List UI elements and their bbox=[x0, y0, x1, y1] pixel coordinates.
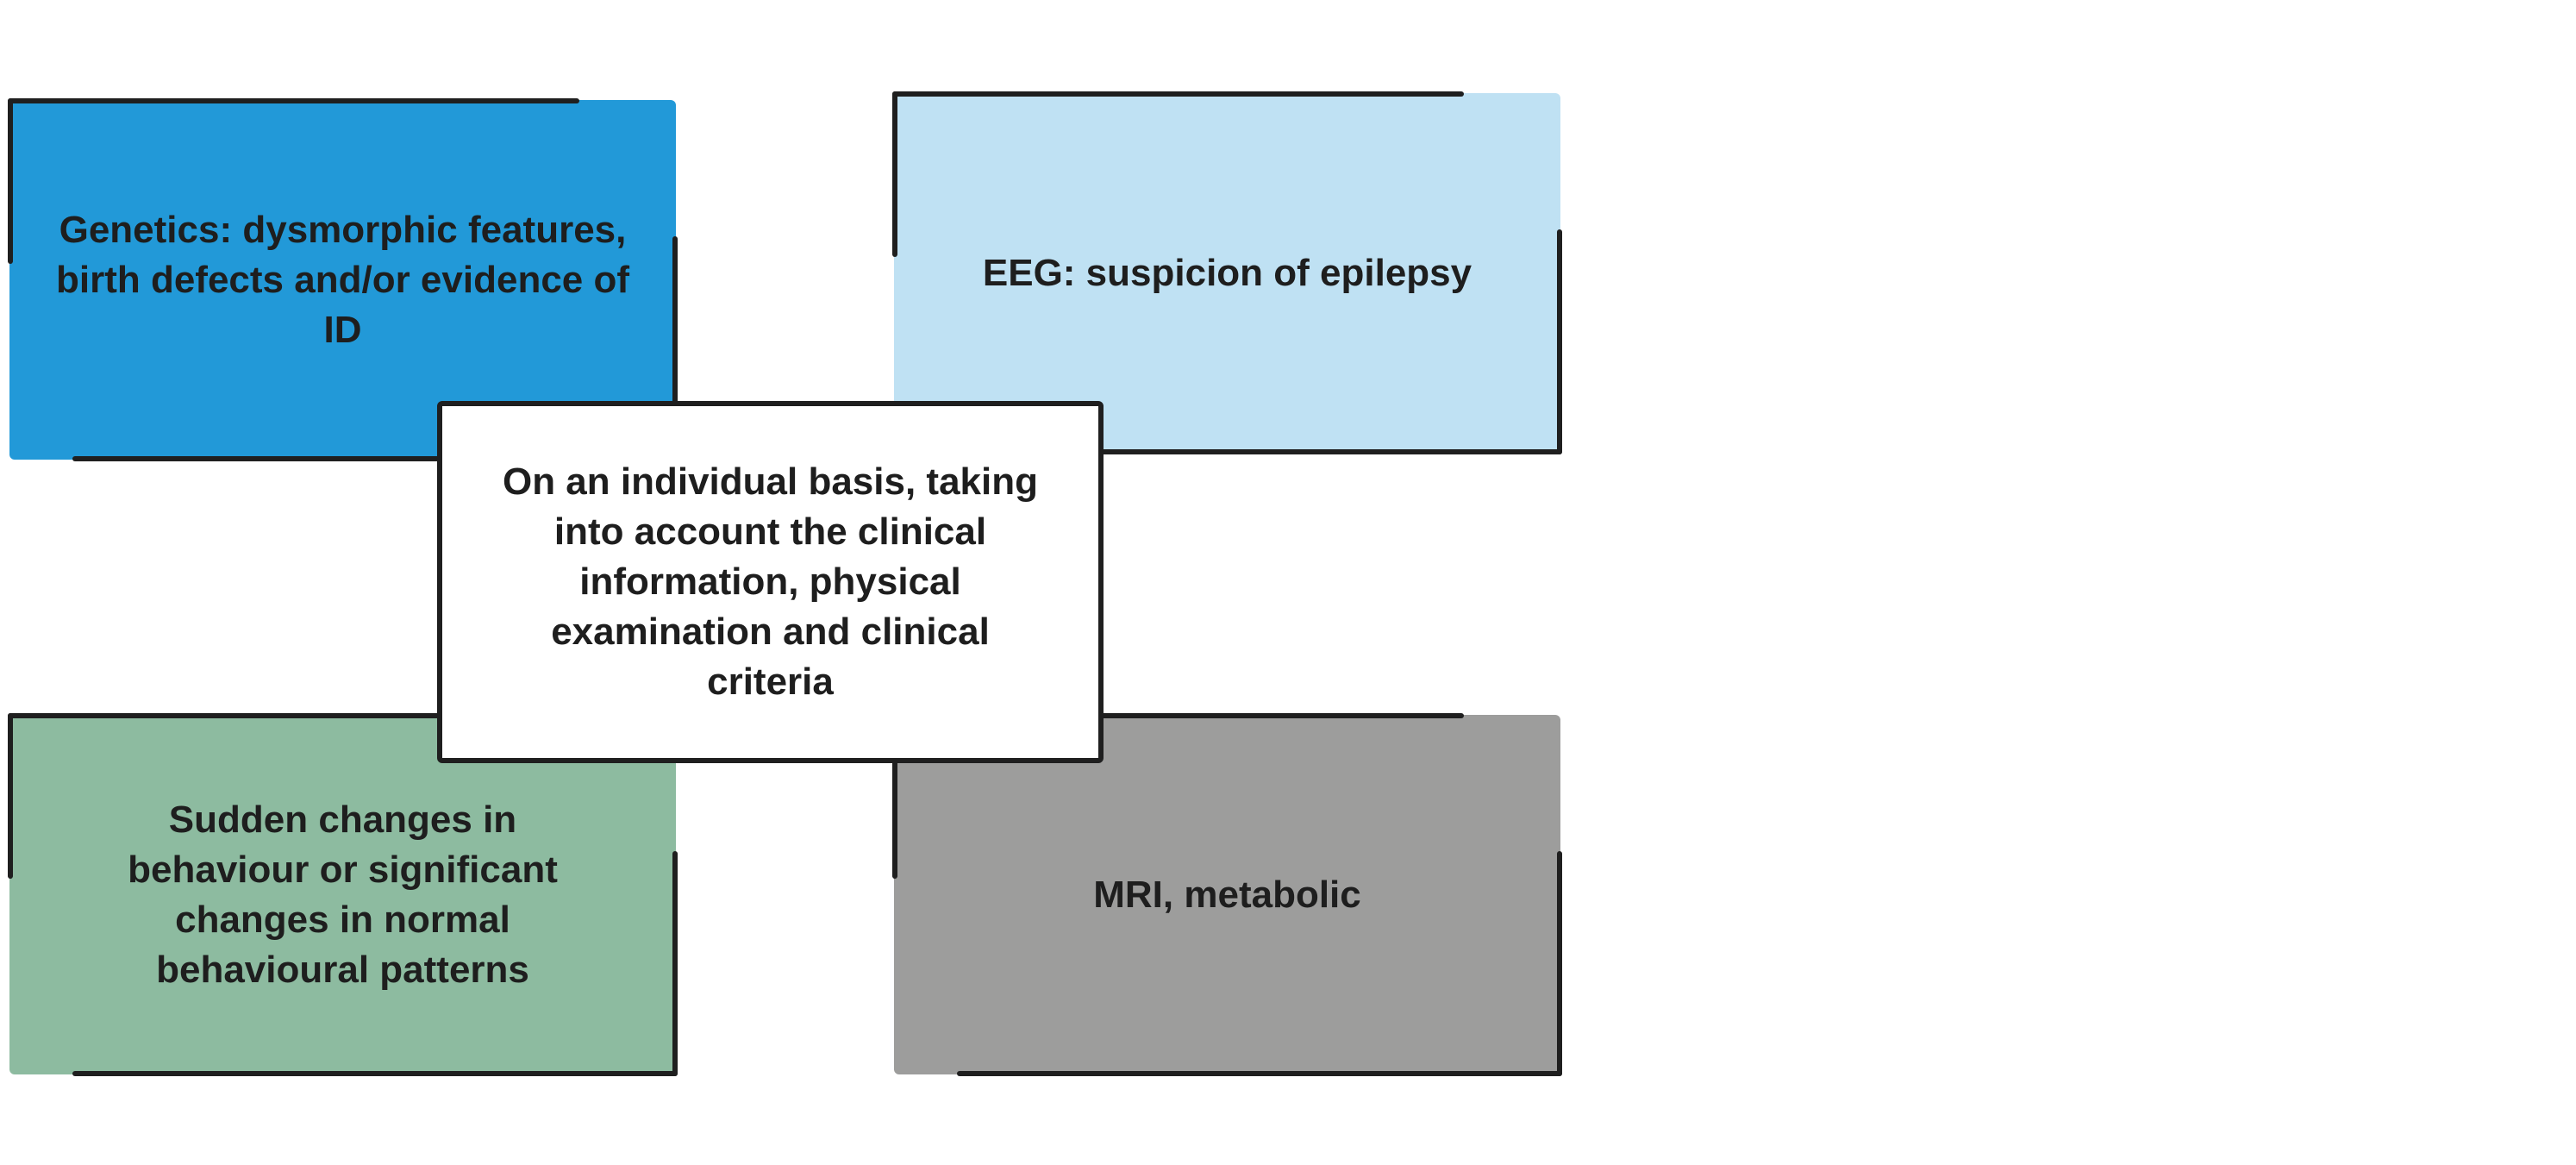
behaviour-frame-right bbox=[672, 851, 678, 1076]
genetics-frame-top bbox=[8, 98, 579, 103]
mri-frame-bottom bbox=[957, 1071, 1562, 1076]
eeg-box: EEG: suspicion of epilepsy bbox=[894, 93, 1560, 453]
center-box-text: On an individual basis, taking into acco… bbox=[502, 460, 1038, 703]
eeg-frame-bottom bbox=[957, 449, 1562, 454]
behaviour-frame-left bbox=[8, 713, 13, 879]
behaviour-frame-top bbox=[8, 713, 579, 718]
eeg-frame-left bbox=[892, 91, 897, 257]
eeg-frame-top bbox=[892, 91, 1464, 97]
genetics-box-text: Genetics: dysmorphic features, birth def… bbox=[55, 208, 630, 351]
genetics-frame-left bbox=[8, 98, 13, 264]
mri-frame-right bbox=[1557, 851, 1562, 1076]
genetics-box: Genetics: dysmorphic features, birth def… bbox=[9, 100, 676, 460]
mri-box: MRI, metabolic bbox=[894, 715, 1560, 1074]
eeg-frame-right bbox=[1557, 229, 1562, 454]
mri-box-text: MRI, metabolic bbox=[1093, 873, 1361, 916]
behaviour-box-text: Sudden changes in behaviour or significa… bbox=[128, 798, 558, 991]
behaviour-frame-bottom bbox=[72, 1071, 678, 1076]
center-box: On an individual basis, taking into acco… bbox=[437, 401, 1104, 763]
eeg-box-text: EEG: suspicion of epilepsy bbox=[982, 251, 1472, 294]
mri-frame-top bbox=[892, 713, 1464, 718]
behaviour-box: Sudden changes in behaviour or significa… bbox=[9, 715, 676, 1074]
genetics-frame-right bbox=[672, 236, 678, 461]
mri-frame-left bbox=[892, 713, 897, 879]
genetics-frame-bottom bbox=[72, 456, 678, 461]
